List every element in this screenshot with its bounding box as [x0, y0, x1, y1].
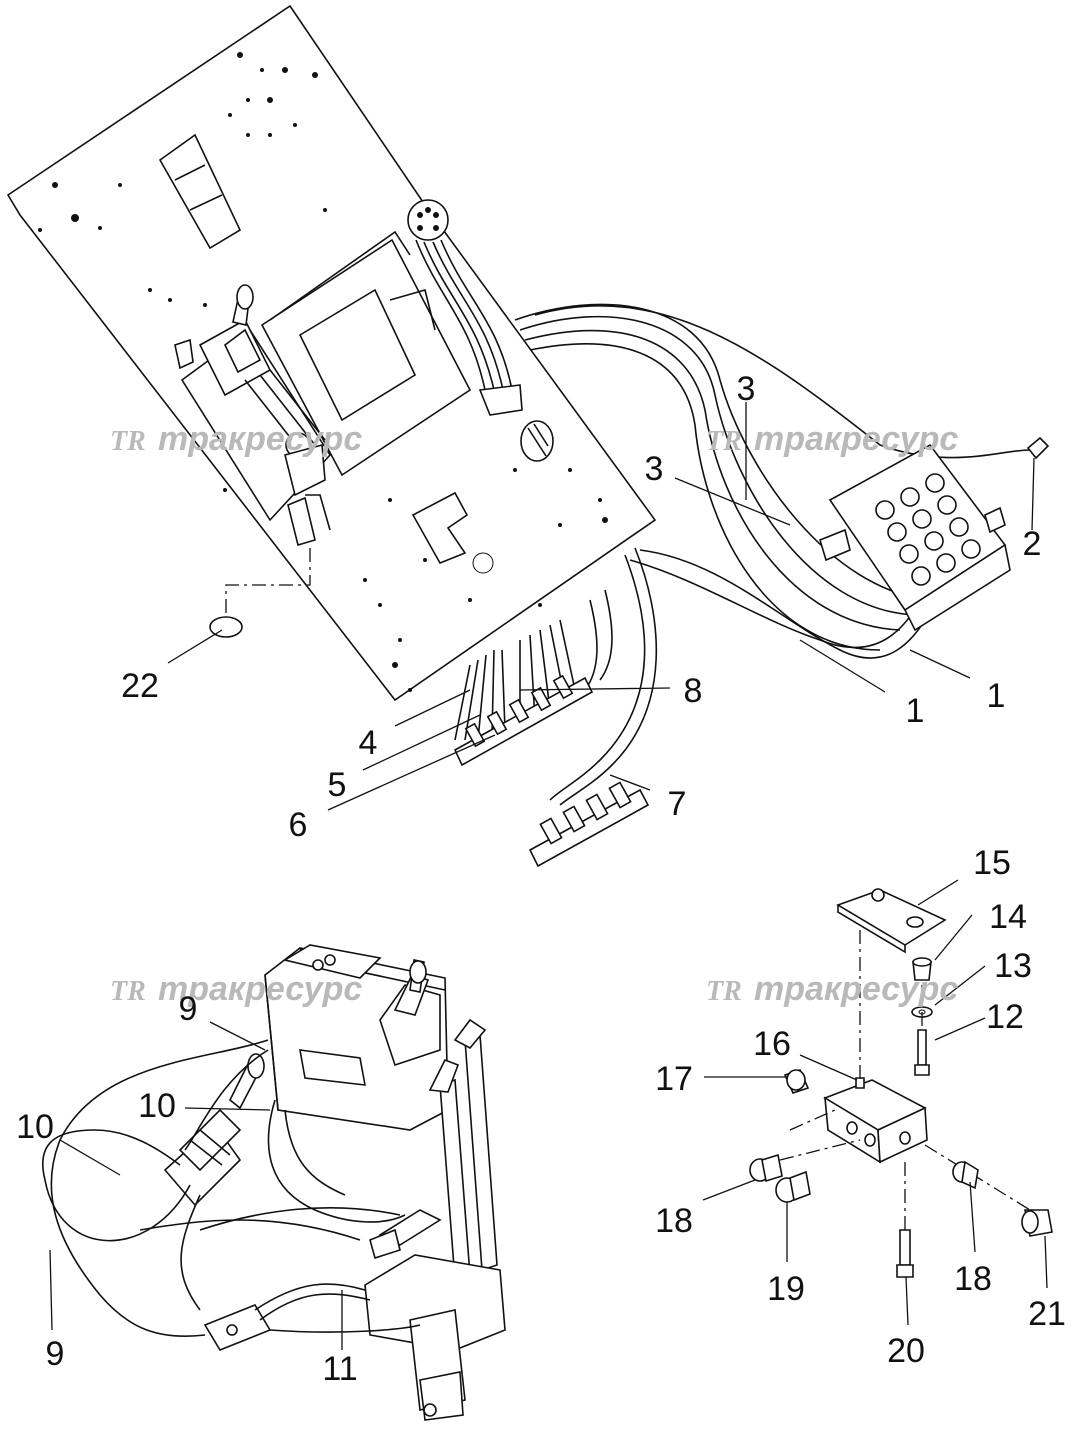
fitting-19: [775, 1170, 811, 1203]
svg-text:тракресурс: тракресурс: [158, 970, 362, 1008]
fitting-17: [783, 1069, 810, 1094]
left-joystick: [163, 1053, 265, 1207]
callout-17: 17: [655, 1060, 693, 1098]
watermark-2: TR тракресурс: [706, 420, 958, 458]
pilot-valve-block: [364, 1209, 506, 1421]
callout-21: 21: [1028, 1295, 1066, 1333]
left-control-console: [174, 284, 332, 547]
callout-11: 11: [322, 1350, 357, 1388]
callout-1b: 1: [987, 677, 1006, 715]
bolt-20: [896, 1229, 914, 1278]
callout-2: 2: [1023, 525, 1042, 563]
callout-5: 5: [328, 766, 347, 804]
callout-18a: 18: [655, 1202, 693, 1240]
callout-6: 6: [289, 806, 308, 844]
leader-lines: [49, 402, 1048, 1350]
pilot-hoses: [514, 303, 1050, 659]
watermark-3: TR тракресурс: [110, 970, 362, 1008]
manifold-block-16: [823, 1077, 928, 1164]
callout-9b: 9: [46, 1335, 65, 1373]
control-valve-block: [819, 443, 1011, 632]
callout-9a: 9: [179, 990, 198, 1028]
fitting-18-right: [952, 1160, 979, 1190]
tee-fitting-left: [203, 1304, 272, 1351]
callout-labels: 1 1 2 3 3 4 5 6 7 8 9 9 10 10 11 12 13 1…: [16, 370, 1066, 1388]
rear-pilot-connector: [407, 199, 554, 462]
callout-15: 15: [973, 844, 1011, 882]
callout-8: 8: [684, 672, 703, 710]
callout-10a: 10: [16, 1108, 54, 1146]
joystick-console: [264, 944, 449, 1131]
callout-16: 16: [753, 1025, 791, 1063]
svg-text:тракресурс: тракресурс: [754, 970, 958, 1008]
watermark-4: TR тракресурс: [706, 970, 958, 1008]
mounting-plate-15: [836, 888, 947, 954]
callout-19: 19: [767, 1270, 805, 1308]
svg-text:тракресурс: тракресурс: [158, 420, 362, 458]
fitting-18-left: [749, 1153, 783, 1183]
callout-14: 14: [989, 898, 1027, 936]
callout-10b: 10: [138, 1087, 176, 1125]
hose-bundle-lower: [454, 547, 658, 806]
callout-4: 4: [359, 724, 378, 762]
pilot-hoses-lower: [42, 1039, 421, 1338]
svg-text:TR: TR: [706, 976, 742, 1007]
manifold-bracket-8: [453, 674, 594, 767]
manifold-bracket-7: [528, 781, 650, 868]
callout-3a: 3: [737, 370, 756, 408]
svg-text:TR: TR: [110, 426, 146, 457]
fitting-21: [1021, 1209, 1053, 1237]
callout-13: 13: [994, 947, 1032, 985]
callout-20: 20: [887, 1332, 925, 1370]
watermark-1: TR тракресурс: [110, 420, 362, 458]
bolt-12: [914, 1029, 930, 1076]
svg-text:TR: TR: [706, 426, 742, 457]
callout-18b: 18: [954, 1260, 992, 1298]
callout-3b: 3: [645, 450, 664, 488]
callout-7: 7: [668, 785, 687, 823]
svg-text:тракресурс: тракресурс: [754, 420, 958, 458]
callout-1a: 1: [906, 692, 925, 730]
svg-text:TR: TR: [110, 976, 146, 1007]
callout-22: 22: [121, 667, 159, 705]
callout-12: 12: [986, 998, 1024, 1036]
console-frame: [260, 230, 472, 477]
spacer-14: [912, 957, 932, 981]
